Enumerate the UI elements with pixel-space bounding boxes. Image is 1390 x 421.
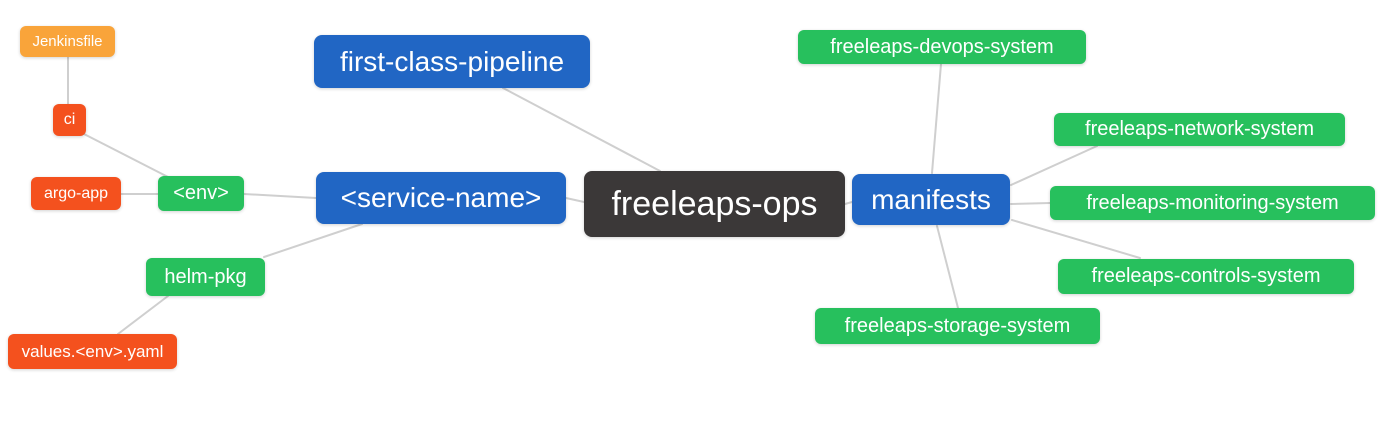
edge-manifests-controls (1011, 219, 1141, 259)
edge-pipeline-freeleaps-ops (502, 87, 661, 172)
node-freeleaps-controls-system[interactable]: freeleaps-controls-system (1058, 259, 1354, 294)
node-helm-pkg[interactable]: helm-pkg (146, 258, 265, 296)
edge-values-helm-pkg (117, 295, 169, 335)
edge-ci-env (83, 133, 171, 179)
node-ci[interactable]: ci (53, 104, 86, 136)
node-manifests[interactable]: manifests (852, 174, 1010, 225)
node-first-class-pipeline[interactable]: first-class-pipeline (314, 35, 590, 88)
edge-helm-pkg-service-name (263, 223, 363, 258)
edge-service-name-freeleaps-ops (565, 197, 585, 203)
edge-manifests-devops (931, 63, 942, 174)
node-values-env-yaml[interactable]: values.<env>.yaml (8, 334, 177, 369)
node-freeleaps-ops[interactable]: freeleaps-ops (584, 171, 845, 237)
node-env[interactable]: <env> (158, 176, 244, 211)
edge-manifests-network (1010, 145, 1098, 186)
edge-manifests-storage (936, 225, 959, 309)
node-freeleaps-network-system[interactable]: freeleaps-network-system (1054, 113, 1345, 146)
node-jenkinsfile[interactable]: Jenkinsfile (20, 26, 115, 57)
node-freeleaps-devops-system[interactable]: freeleaps-devops-system (798, 30, 1086, 64)
edge-freeleaps-ops-manifests (844, 201, 853, 205)
edge-env-service-name (243, 193, 317, 199)
node-freeleaps-monitoring-system[interactable]: freeleaps-monitoring-system (1050, 186, 1375, 220)
node-argo-app[interactable]: argo-app (31, 177, 121, 210)
edge-manifests-monitoring (1010, 202, 1051, 205)
node-freeleaps-storage-system[interactable]: freeleaps-storage-system (815, 308, 1100, 344)
node-service-name[interactable]: <service-name> (316, 172, 566, 224)
